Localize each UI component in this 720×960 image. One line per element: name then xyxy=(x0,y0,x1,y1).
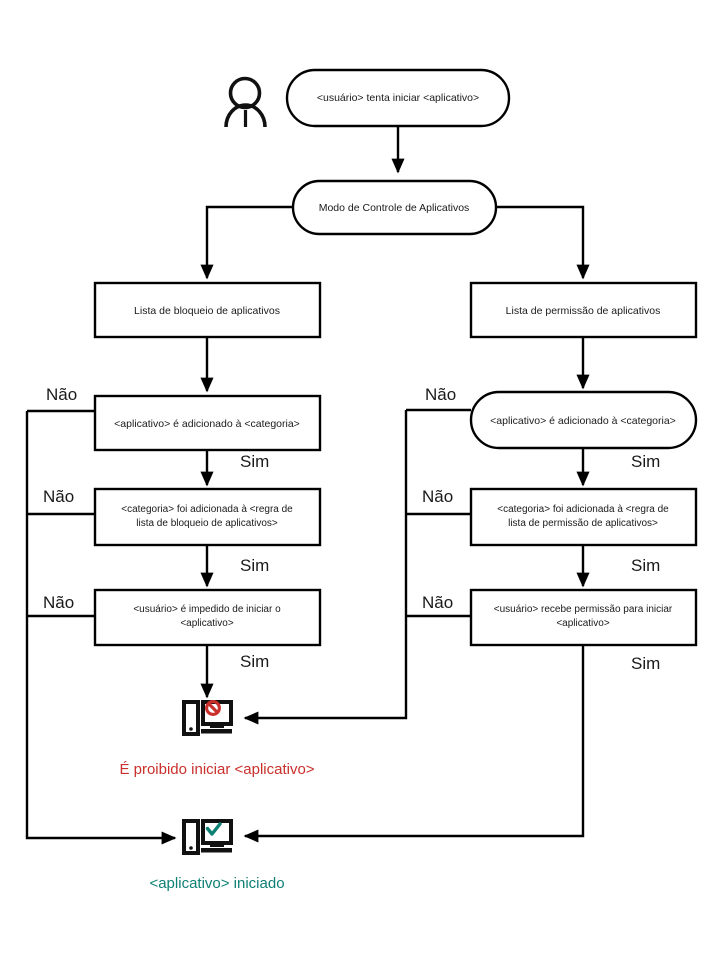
edge-nao-right-trunk xyxy=(243,410,408,725)
edge-label-nao-allow-1: Não xyxy=(425,385,456,404)
node-deny-rule xyxy=(93,487,322,547)
edge-label-sim-deny-2: Sim xyxy=(240,556,269,575)
node-allow-result-label-line1: <usuário> recebe permissão para iniciar xyxy=(494,604,673,615)
node-start-label: <usuário> tenta iniciar <aplicativo> xyxy=(317,92,479,104)
node-deny-rule-label-line2: lista de bloqueio de aplicativos> xyxy=(136,518,278,529)
node-allow-list xyxy=(469,281,698,339)
node-allow-rule xyxy=(469,487,698,547)
monitor-blocked-icon xyxy=(182,700,233,736)
person-icon xyxy=(224,76,267,128)
edge-label-nao-deny-2: Não xyxy=(43,487,74,506)
node-mode-label: Modo de Controle de Aplicativos xyxy=(319,202,470,214)
node-allow-result xyxy=(469,588,698,647)
edge-label-sim-allow-2: Sim xyxy=(631,556,660,575)
edge-label-sim-deny-3: Sim xyxy=(240,652,269,671)
monitor-allowed-icon xyxy=(182,819,233,855)
edge-label-nao-deny-3: Não xyxy=(43,593,74,612)
node-allow-result-label-line2: <aplicativo> xyxy=(556,618,610,629)
node-allow-list-label: Lista de permissão de aplicativos xyxy=(506,305,661,317)
edge-nao-left-trunk xyxy=(25,411,177,845)
edge-label-nao-allow-2: Não xyxy=(422,487,453,506)
outcome-blocked-label: É proibido iniciar <aplicativo> xyxy=(119,761,314,778)
edge-label-sim-allow-3: Sim xyxy=(631,654,660,673)
edge-mode-to-deny-list xyxy=(200,205,293,280)
edge-label-nao-deny-1: Não xyxy=(46,385,77,404)
node-deny-list-label: Lista de bloqueio de aplicativos xyxy=(134,305,280,317)
node-allow-category-label: <aplicativo> é adicionado à <categoria> xyxy=(490,415,676,427)
node-deny-result-label-line2: <aplicativo> xyxy=(180,618,234,629)
node-allow-rule-label-line1: <categoria> foi adicionada à <regra de xyxy=(497,504,669,515)
edge-mode-to-allow-list xyxy=(496,205,590,280)
outcome-started-label: <aplicativo> iniciado xyxy=(149,875,284,892)
edge-sim-allow-result-to-started xyxy=(243,645,585,843)
node-deny-rule-label-line1: <categoria> foi adicionada à <regra de xyxy=(121,504,293,515)
node-deny-category-label: <aplicativo> é adicionado à <categoria> xyxy=(114,418,300,430)
edge-label-sim-allow-1: Sim xyxy=(631,452,660,471)
node-allow-rule-label-line2: lista de permissão de aplicativos> xyxy=(508,518,658,529)
edge-label-sim-deny-1: Sim xyxy=(240,452,269,471)
edge-label-nao-allow-3: Não xyxy=(422,593,453,612)
node-deny-result-label-line1: <usuário> é impedido de iniciar o xyxy=(133,604,281,615)
